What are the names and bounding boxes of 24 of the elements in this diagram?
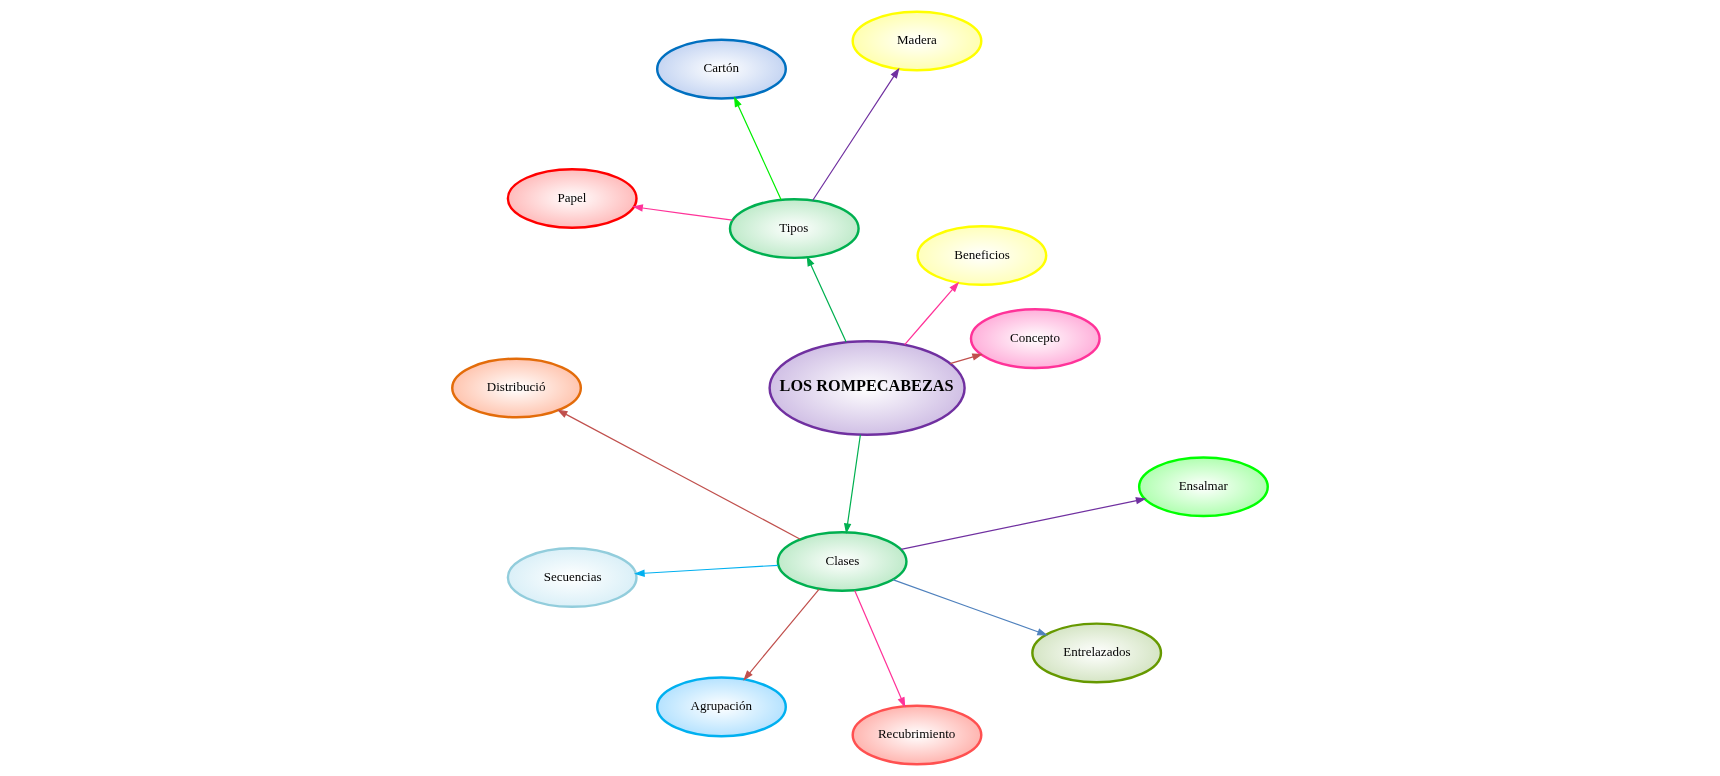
arrow <box>900 497 1147 550</box>
node-ellipse: Clases <box>776 530 908 592</box>
node-ellipse: Beneficios <box>916 225 1048 287</box>
arrow <box>949 353 983 365</box>
arrow <box>904 281 960 346</box>
arrow <box>854 589 906 708</box>
node-ellipse: Agrupación <box>655 676 787 738</box>
node-ellipse: LOS ROMPECABEZAS <box>768 340 966 436</box>
arrow <box>743 588 820 681</box>
arrow <box>843 434 861 534</box>
node-ellipse: Tipos <box>728 198 860 260</box>
node-ellipse: Recubrimiento <box>851 704 983 766</box>
node-ellipse: Entrelazados <box>1031 622 1163 684</box>
arrow <box>733 96 782 201</box>
node-ellipse: Papel <box>506 167 638 229</box>
arrow <box>634 564 779 577</box>
arrow <box>892 579 1048 636</box>
arrow <box>632 204 734 221</box>
arrow <box>806 255 847 343</box>
node-ellipse: Madera <box>851 10 983 72</box>
node-ellipse: Cartón <box>655 38 787 100</box>
arrow <box>556 409 801 540</box>
node-ellipse: Secuencias <box>506 547 638 609</box>
arrow <box>812 67 900 202</box>
